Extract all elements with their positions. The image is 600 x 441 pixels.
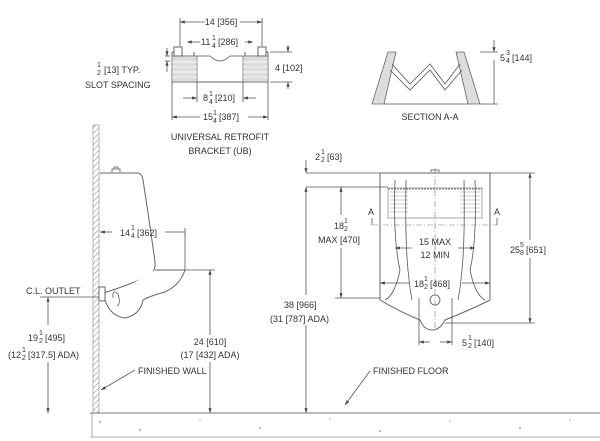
svg-text:2: 2 [97,70,101,77]
svg-text:18: 18 [414,279,424,289]
svg-text:1: 1 [424,276,428,283]
svg-text:4: 4 [131,233,135,240]
svg-text:[651]: [651] [526,245,546,255]
svg-text:[286]: [286] [218,37,238,47]
svg-text:1: 1 [131,225,135,232]
universal-retrofit-bracket: 14 [356] 11 14 [286] 4 [102] 12 [13] TYP… [85,17,303,156]
svg-text:19: 19 [28,333,38,343]
svg-text:[144]: [144] [512,53,532,63]
svg-text:[140]: [140] [474,338,494,348]
section-title: SECTION A-A [401,112,458,122]
svg-text:2: 2 [22,355,26,362]
svg-text:3: 3 [506,50,510,57]
svg-text:8: 8 [203,93,208,103]
section-mark-right: A [494,207,500,217]
svg-text:2: 2 [39,338,43,345]
svg-text:[362]: [362] [137,228,157,238]
bracket-width-dim: 15 14 [387] [203,110,239,125]
svg-text:[317.5] ADA): [317.5] ADA) [28,350,79,360]
svg-text:1: 1 [344,218,348,225]
svg-text:5: 5 [520,242,524,249]
svg-text:(12: (12 [8,350,21,360]
finished-wall-label: FINISHED WALL [138,366,207,376]
svg-text:[387]: [387] [219,112,239,122]
svg-text:[13] TYP.: [13] TYP. [104,65,140,75]
slot-spacing-dim: 12 [13] TYP. SLOT SPACING [85,48,170,90]
spacing-max: 15 MAX [419,237,451,247]
svg-text:1: 1 [468,335,472,342]
svg-text:4: 4 [213,118,217,125]
section-mark-left: A [368,207,374,217]
svg-text:1: 1 [213,110,217,117]
mount-height-ada: (31 [787] ADA) [270,314,329,324]
svg-text:8: 8 [520,250,524,257]
urinal-front-view: A A 2 12 [63] 18 12 MAX [470] 38 [966] (… [270,149,546,413]
bracket-overall-width: 14 [356] [205,17,238,27]
spacing-min: 12 MIN [420,250,449,260]
svg-text:2: 2 [315,152,320,162]
svg-text:1: 1 [97,62,101,69]
bracket-inner-width: 11 14 [286] [201,35,238,50]
svg-text:1: 1 [22,347,26,354]
svg-text:1: 1 [39,330,43,337]
svg-text:5: 5 [462,338,467,348]
svg-text:2: 2 [468,343,472,350]
slot-spacing-label: SLOT SPACING [85,80,151,90]
svg-text:1: 1 [209,91,213,98]
finished-floor-label: FINISHED FLOOR [373,366,449,376]
finished-wall [92,124,100,414]
rim-height: 24 [610] [194,337,227,347]
urinal-side-view: 14 14 [362] C.L. OUTLET 19 12 [495] (12 … [8,166,240,413]
bracket-gap-dim: 8 14 [210] [203,91,235,106]
svg-text:4: 4 [506,58,510,65]
svg-text:14: 14 [120,228,130,238]
svg-text:2: 2 [424,284,428,291]
finished-floor [90,412,600,438]
svg-text:2: 2 [321,157,325,164]
section-a-a: 5 34 [144] SECTION A-A [371,40,532,122]
svg-text:[468]: [468] [430,279,450,289]
svg-text:[63]: [63] [327,152,342,162]
bracket-height: 4 [102] [275,63,303,73]
svg-text:2: 2 [344,226,348,233]
svg-text:4: 4 [209,99,213,106]
svg-text:[495]: [495] [45,333,65,343]
rim-height-ada: (17 [432] ADA) [180,350,239,360]
mount-height: 38 [966] [284,300,317,310]
svg-text:[210]: [210] [215,93,235,103]
svg-text:11: 11 [201,37,210,47]
svg-text:5: 5 [500,53,505,63]
svg-text:18: 18 [334,221,344,231]
bracket-max-height: MAX [470] [318,235,360,245]
svg-text:1: 1 [321,149,325,156]
svg-text:4: 4 [212,43,216,50]
bracket-title: UNIVERSAL RETROFIT [171,132,270,142]
svg-text:15: 15 [203,112,213,122]
cl-outlet-label: C.L. OUTLET [26,286,81,296]
svg-text:25: 25 [510,245,520,255]
bracket-subtitle: BRACKET (UB) [188,146,251,156]
svg-text:1: 1 [212,35,216,42]
